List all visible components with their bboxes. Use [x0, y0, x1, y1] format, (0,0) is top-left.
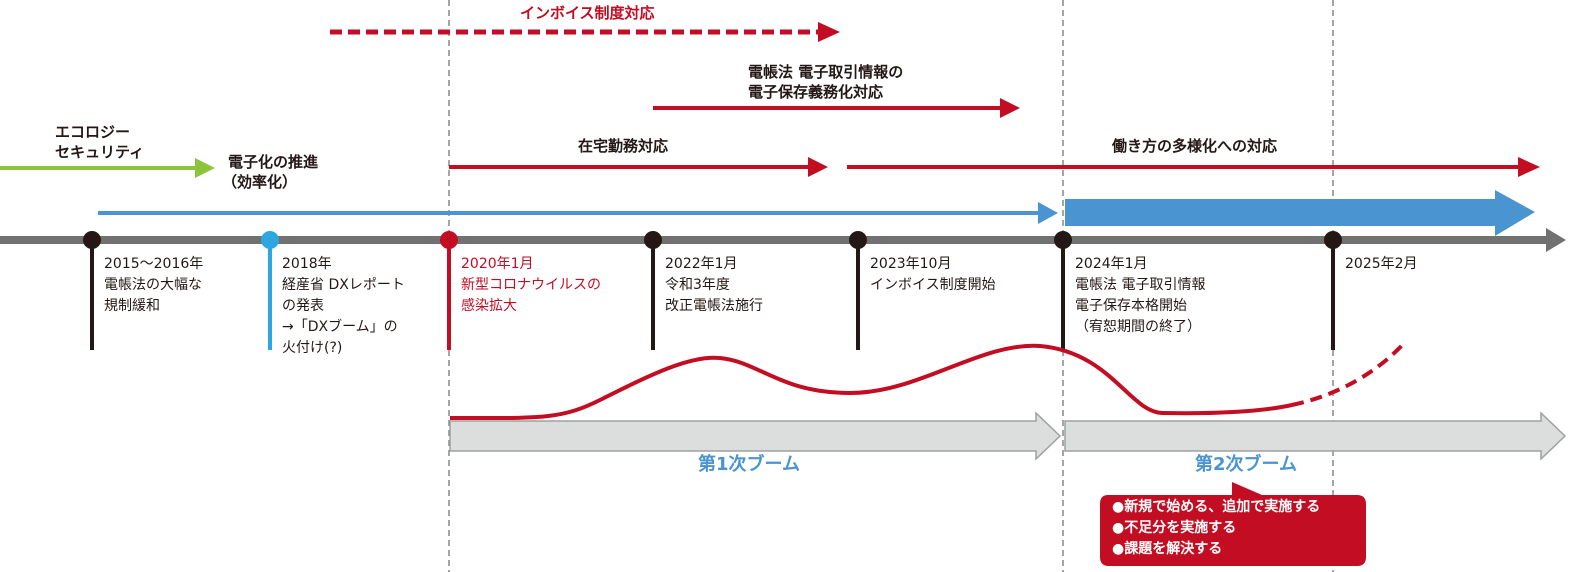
event-date: 2025年2月: [1345, 256, 1418, 272]
event-5: 2024年1月電帳法 電子取引情報電子保存本格開始 （宥恕期間の終了）: [1075, 254, 1205, 338]
event-description: 規制緩和: [104, 298, 160, 314]
event-0: 2015～2016年電帳法の大幅な規制緩和: [104, 254, 203, 317]
event-marker: [83, 231, 101, 249]
invoice-label: インボイス制度対応: [520, 4, 655, 22]
digitize-thick-arrow: [1065, 199, 1497, 226]
event-date: 2024年1月: [1075, 256, 1148, 272]
event-marker: [1324, 231, 1342, 249]
event-3: 2022年1月令和3年度改正電帳法施行: [665, 254, 763, 317]
interest-curve: [449, 343, 1293, 421]
event-date: 2023年10月: [870, 256, 952, 272]
event-description: 電帳法 電子取引情報: [1075, 277, 1206, 293]
boom-1-label: 第1次ブーム: [698, 454, 800, 475]
denchoho-label-2: 電子保存義務化対応: [748, 83, 884, 101]
event-description: 改正電帳法施行: [665, 298, 763, 314]
ecology-label-2: セキュリティ: [55, 143, 145, 161]
timeline-axis: [0, 236, 1548, 244]
remote-label: 在宅勤務対応: [578, 137, 669, 155]
boom-2-label: 第2次ブーム: [1195, 454, 1297, 475]
callout-item: ●不足分を実施する: [1112, 520, 1237, 536]
diverse-label: 働き方の多様化への対応: [1112, 137, 1278, 155]
event-description: インボイス制度開始: [870, 277, 996, 293]
event-marker: [644, 231, 662, 249]
event-date: 2022年1月: [665, 256, 738, 272]
event-2: 2020年1月新型コロナウイルスの感染拡大: [461, 254, 601, 317]
event-date: 2020年1月: [461, 256, 534, 272]
event-marker: [1054, 231, 1072, 249]
event-marker: [440, 231, 458, 249]
callout-text: ●新規で始める、追加で実施する ●不足分を実施する ●課題を解決する: [1112, 497, 1320, 560]
event-description: 感染拡大: [461, 298, 517, 314]
event-description: 火付け(?): [282, 340, 343, 356]
callout-item: ●課題を解決する: [1112, 541, 1223, 557]
event-6: 2025年2月: [1345, 254, 1418, 275]
ecology-label-1: エコロジー: [55, 123, 131, 141]
digitize-label-2: （効率化）: [222, 173, 298, 191]
event-date: 2015～2016年: [104, 256, 204, 272]
event-1: 2018年経産省 DXレポートの発表 →「DXブーム」の火付け(?): [282, 254, 405, 359]
boom-2-arrow: [1064, 411, 1567, 461]
event-description: 経産省 DXレポート: [282, 277, 405, 293]
event-description: 令和3年度: [665, 277, 730, 293]
denchoho-label-1: 電帳法 電子取引情報の: [748, 63, 904, 81]
digitize-label-1: 電子化の推進: [228, 153, 319, 171]
event-description: 電子保存本格開始: [1075, 298, 1187, 314]
event-description: 電帳法の大幅な: [104, 277, 202, 293]
callout-item: ●新規で始める、追加で実施する: [1112, 499, 1321, 515]
event-marker: [261, 231, 279, 249]
boom-1-arrow: [449, 411, 1062, 461]
event-date: 2018年: [282, 256, 332, 272]
event-description: （宥恕期間の終了）: [1075, 319, 1201, 335]
callout-box: [1100, 482, 1366, 566]
event-marker: [849, 231, 867, 249]
event-description: →「DXブーム」の: [282, 319, 398, 335]
event-description: の発表: [282, 298, 324, 314]
event-description: 新型コロナウイルスの: [461, 277, 601, 293]
invoice-arrowhead: [818, 22, 840, 42]
interest-curve-forecast: [1291, 340, 1407, 407]
event-4: 2023年10月インボイス制度開始: [870, 254, 996, 296]
